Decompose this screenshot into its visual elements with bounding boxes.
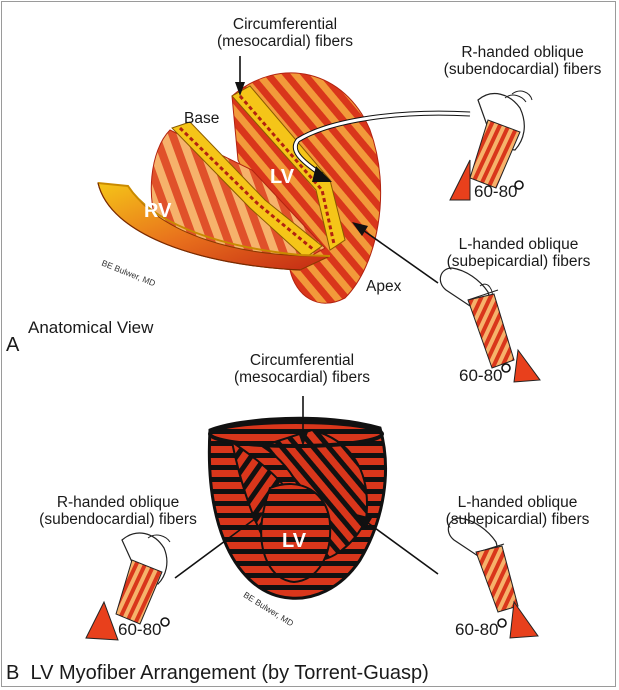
- panel-b-r-handed-line2: (subendocardial) fibers: [28, 511, 208, 528]
- panel-a-l-handed-line2: (subepicardial) fibers: [426, 253, 611, 270]
- degree-circle-a-l: [502, 364, 510, 372]
- panel-a-r-handed-label: R-handed oblique (subendocardial) fibers: [430, 44, 615, 79]
- panel-b-circumferential-label: Circumferential (mesocardial) fibers: [212, 352, 392, 387]
- panel-a-lv-label: LV: [270, 166, 294, 189]
- panel-b-l-handed-line1: L-handed oblique: [425, 494, 610, 511]
- panel-b-caption: LV Myofiber Arrangement (by Torrent-Guas…: [30, 662, 428, 684]
- panel-a-circumferential-label: Circumferential (mesocardial) fibers: [195, 16, 375, 51]
- panel-a-angle-l: 60-80: [459, 366, 502, 386]
- panel-b-angle-r-value: 60-80: [118, 620, 161, 639]
- panel-a-heart-illustration: [98, 73, 381, 303]
- panel-b-letter: B: [6, 662, 19, 684]
- panel-b-l-handed-label: L-handed oblique (subepicardial) fibers: [425, 494, 610, 529]
- panel-a-l-handed-line1: L-handed oblique: [426, 236, 611, 253]
- panel-b-circumferential-line1: Circumferential: [212, 352, 392, 369]
- panel-b-lv-label: LV: [282, 530, 306, 553]
- panel-a-r-handed-line1: R-handed oblique: [430, 44, 615, 61]
- degree-circle-b-r: [161, 618, 169, 626]
- panel-a-caption: Anatomical View: [28, 318, 153, 337]
- panel-a-apex-label: Apex: [366, 278, 401, 295]
- panel-b-angle-l-value: 60-80: [455, 620, 498, 639]
- panel-b-circumferential-line2: (mesocardial) fibers: [212, 369, 392, 386]
- panel-b-lv-illustration: [209, 418, 385, 598]
- panel-a-letter: A: [6, 334, 19, 357]
- panel-b-l-handed-line2: (subepicardial) fibers: [425, 511, 610, 528]
- panel-a-left-hand-icon: [440, 268, 540, 382]
- panel-b-angle-r: 60-80: [118, 620, 161, 640]
- panel-a-angle-r-value: 60-80: [474, 182, 517, 201]
- panel-b-angle-l: 60-80: [455, 620, 498, 640]
- panel-a-rv-label: RV: [144, 200, 171, 223]
- panel-b-r-handed-line1: R-handed oblique: [28, 494, 208, 511]
- panel-a-r-handed-line2: (subendocardial) fibers: [430, 61, 615, 78]
- panel-a-l-handed-label: L-handed oblique (subepicardial) fibers: [426, 236, 611, 271]
- panel-a-angle-r: 60-80: [474, 182, 517, 202]
- panel-b-r-handed-label: R-handed oblique (subendocardial) fibers: [28, 494, 208, 529]
- panel-a-circumferential-line1: Circumferential: [195, 16, 375, 33]
- panel-a-circumferential-line2: (mesocardial) fibers: [195, 33, 375, 50]
- degree-circle-b-l: [498, 619, 506, 627]
- panel-a-base-label: Base: [184, 110, 219, 127]
- panel-a-angle-l-value: 60-80: [459, 366, 502, 385]
- panel-b-caption-line: B LV Myofiber Arrangement (by Torrent-Gu…: [6, 662, 429, 685]
